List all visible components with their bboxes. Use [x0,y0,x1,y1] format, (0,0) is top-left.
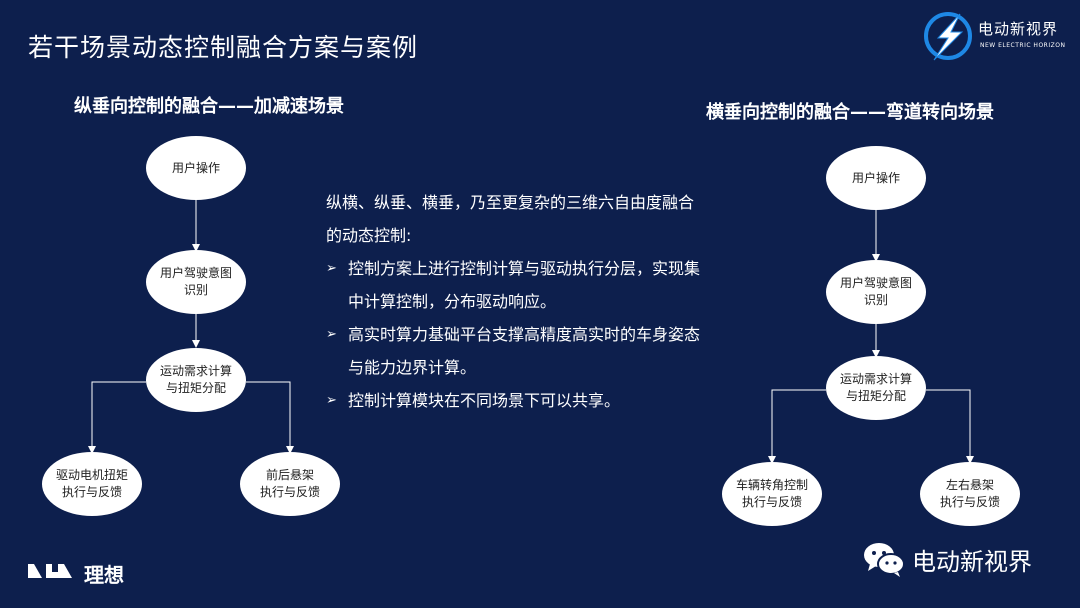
bullet-item: ➢ 高实时算力基础平台支撑高精度高实时的车身姿态与能力边界计算。 [326,318,756,384]
bullet-item: ➢ 控制计算模块在不同场景下可以共享。 [326,384,756,417]
bullet-item: ➢ 控制方案上进行控制计算与驱动执行分层，实现集中计算控制，分布驱动响应。 [326,252,756,318]
lixiang-logo: 理想 [28,562,124,587]
arrow-bullet-icon: ➢ [326,393,337,408]
left-node-motion-demand: 运动需求计算与扭矩分配 [146,348,246,412]
right-arrow-3 [768,389,826,464]
right-node-suspension: 左右悬架执行与反馈 [920,462,1020,526]
left-node-motor-torque: 驱动电机扭矩执行与反馈 [42,452,142,516]
left-arrow-4 [246,381,294,454]
left-node-user-operation: 用户操作 [146,136,246,200]
lixiang-name: 理想 [84,563,124,587]
arrow-bullet-icon: ➢ [326,327,337,342]
left-node-driving-intent: 用户驾驶意图识别 [146,250,246,314]
arrow-bullet-icon: ➢ [326,261,337,276]
center-text-block: 纵横、纵垂、横垂，乃至更复杂的三维六自由度融合 的动态控制: ➢ 控制方案上进行… [326,186,756,417]
wechat-icon [864,543,905,577]
lightning-logo-icon [924,12,972,61]
wechat-watermark: 电动新视界 [862,540,1032,582]
wechat-account-name: 电动新视界 [912,548,1032,576]
lixiang-logo-icon [28,564,72,578]
top-logo-english: NEW ELECTRIC HORIZON [980,42,1066,49]
right-diagram-heading: 横垂向控制的融合——弯道转向场景 [706,102,994,123]
right-node-user-operation: 用户操作 [826,146,926,210]
top-logo: 电动新视界 NEW ELECTRIC HORIZON [920,8,1076,64]
right-node-steering-control: 车辆转角控制执行与反馈 [722,462,822,526]
slide-title: 若干场景动态控制融合方案与案例 [28,33,419,62]
right-arrow-4 [926,389,974,464]
intro-line-1: 纵横、纵垂、横垂，乃至更复杂的三维六自由度融合 [326,193,695,212]
intro-line-2: 的动态控制: [326,226,412,245]
right-node-motion-demand: 运动需求计算与扭矩分配 [826,356,926,420]
top-logo-brand: 电动新视界 [978,20,1059,38]
left-arrow-3 [88,381,146,454]
left-diagram-heading: 纵垂向控制的融合——加减速场景 [74,96,344,117]
left-node-suspension: 前后悬架执行与反馈 [240,452,340,516]
right-node-driving-intent: 用户驾驶意图识别 [826,260,926,324]
